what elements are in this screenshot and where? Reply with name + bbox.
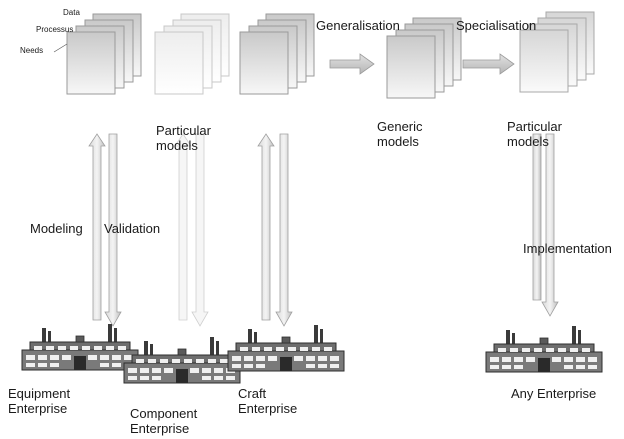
equipment-enterprise-factory-icon xyxy=(21,323,139,371)
modeling-label: Modeling xyxy=(30,221,83,236)
validation-arrow-component xyxy=(191,133,209,327)
craft-enterprise-label: Craft Enterprise xyxy=(238,386,298,416)
specialisation-arrow xyxy=(462,53,515,75)
implementation-arrow-right xyxy=(541,133,559,317)
particular-models-label-2: Particular models xyxy=(507,119,562,149)
modeling-arrow-craft xyxy=(257,133,275,321)
particular-models-label-1: Particular models xyxy=(156,123,211,153)
stack-label-data: Data xyxy=(63,8,80,17)
needs-leader-line xyxy=(53,43,68,53)
particular-models-stack-2 xyxy=(519,11,595,93)
implementation-arrow-left xyxy=(532,133,542,301)
implementation-label: Implementation xyxy=(523,241,612,256)
modeling-arrow-equipment xyxy=(88,133,106,321)
any-enterprise-label: Any Enterprise xyxy=(511,386,597,401)
validation-arrow-craft xyxy=(275,133,293,327)
stack-label-processus: Processus xyxy=(36,25,74,34)
stack-label-needs: Needs xyxy=(20,46,44,55)
component-enterprise-label: Component Enterprise xyxy=(130,406,198,436)
generic-models-label: Generic models xyxy=(377,119,423,149)
modeling-arrow-component xyxy=(174,133,192,321)
craft-models-stack xyxy=(239,13,315,95)
craft-enterprise-factory-icon xyxy=(227,324,345,372)
equipment-enterprise-label: Equipment Enterprise xyxy=(8,386,71,416)
validation-label: Validation xyxy=(104,221,161,236)
specialisation-label: Specialisation xyxy=(456,18,537,33)
generalisation-label: Generalisation xyxy=(316,18,400,33)
particular-models-stack-1 xyxy=(154,13,230,95)
requirements-document-stack xyxy=(66,13,142,95)
component-enterprise-factory-icon xyxy=(123,336,241,384)
generalisation-arrow xyxy=(329,53,375,75)
any-enterprise-factory-icon xyxy=(485,325,603,373)
validation-arrow-equipment xyxy=(104,133,122,327)
